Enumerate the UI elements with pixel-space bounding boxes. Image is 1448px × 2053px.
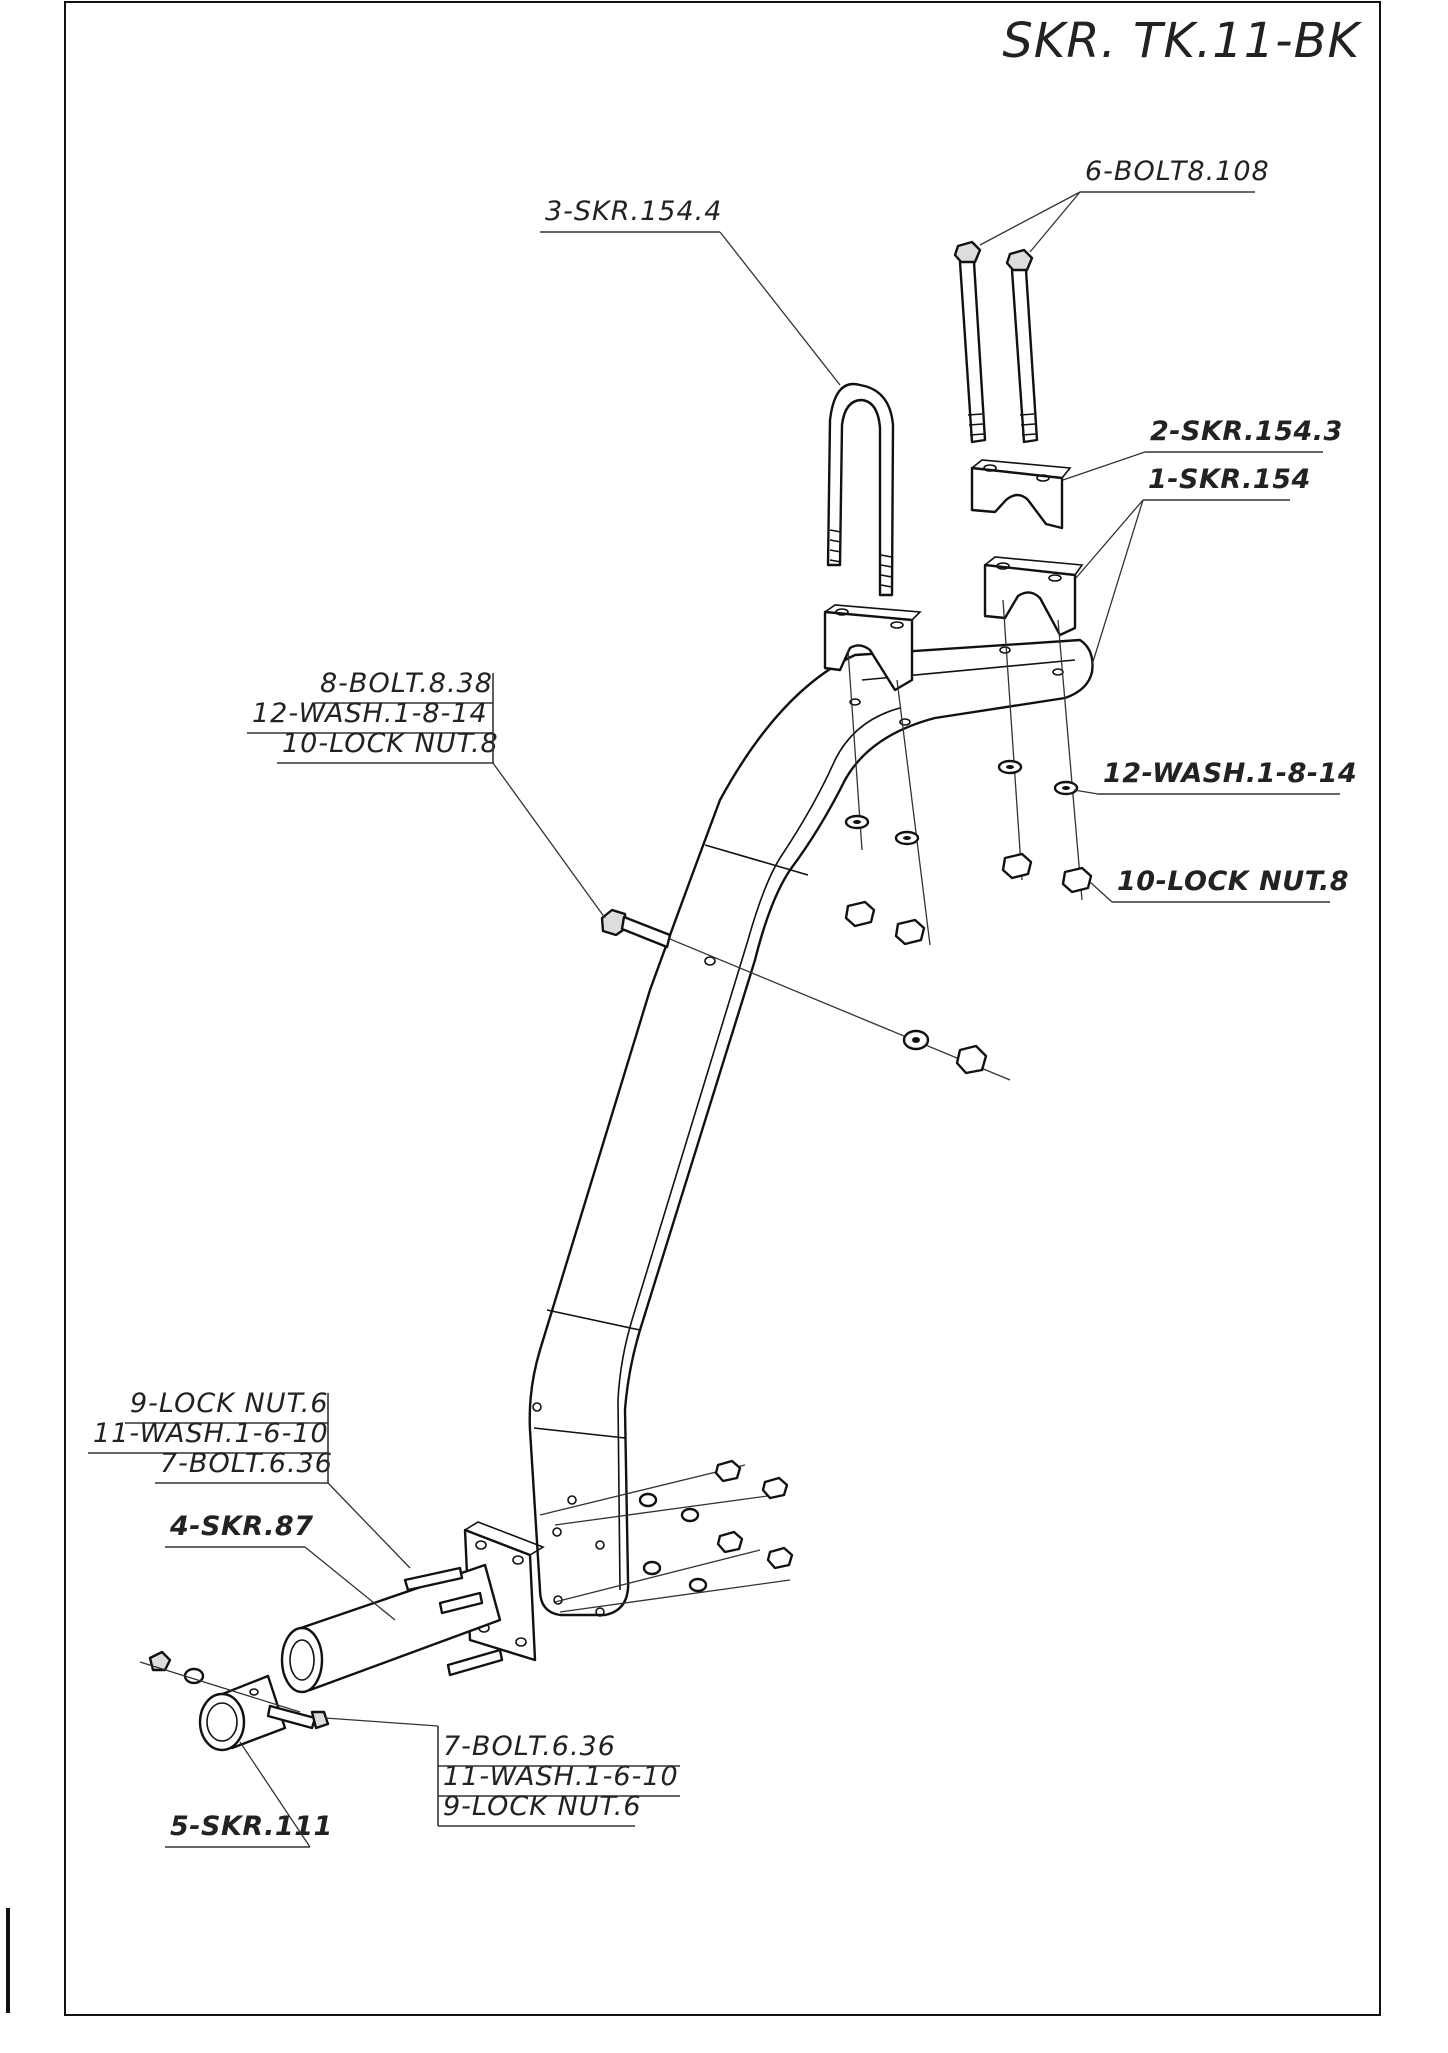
long-bolt-left <box>953 240 987 444</box>
callout-clamp-top: 2-SKR.154.3 <box>1062 416 1343 481</box>
label-washer-right: 12-WASH.1-8-14 <box>1103 758 1357 789</box>
callout-bolt-mid: 8-BOLT.8.38 12-WASH.1-8-14 10-LOCK NUT.8 <box>247 668 606 919</box>
label-bolt-lower-2: 11-WASH.1-6-10 <box>93 1418 329 1449</box>
label-ubolt: 3-SKR.154.4 <box>545 196 722 227</box>
label-bolt-bottom-1: 7-BOLT.6.36 <box>443 1731 616 1762</box>
nuts-lower-right <box>638 1459 794 1593</box>
label-sleeve: 5-SKR.111 <box>170 1811 333 1842</box>
small-bolts-lower <box>148 1566 504 1730</box>
callout-sleeve: 5-SKR.111 <box>165 1741 333 1848</box>
section-line-upper <box>704 844 809 876</box>
label-bolt-bottom-3: 9-LOCK NUT.6 <box>443 1791 642 1822</box>
drawing-title: SKR. TK.11-BK <box>1002 13 1362 69</box>
clamp-block-upper-right <box>970 459 1072 530</box>
shaft-tube <box>280 1563 502 1694</box>
callout-shaft: 4-SKR.87 <box>165 1511 396 1621</box>
label-bolt-lower-1: 9-LOCK NUT.6 <box>130 1388 329 1419</box>
label-shaft: 4-SKR.87 <box>169 1511 313 1542</box>
bracket-arm <box>528 638 1094 1617</box>
label-clamp-top: 2-SKR.154.3 <box>1150 416 1343 447</box>
label-bolt-mid-1: 8-BOLT.8.38 <box>320 668 493 699</box>
long-bolt-right <box>1005 248 1039 444</box>
label-bracket: 1-SKR.154 <box>1148 464 1311 495</box>
washer-nut-set-top <box>844 759 1093 946</box>
label-locknut-right: 10-LOCK NUT.8 <box>1117 866 1349 897</box>
label-bolt-mid-2: 12-WASH.1-8-14 <box>252 698 488 729</box>
drawing-border <box>64 1 1381 2016</box>
label-bolt-top: 6-BOLT8.108 <box>1085 156 1270 187</box>
callout-ubolt: 3-SKR.154.4 <box>540 196 841 386</box>
callout-washer-right: 12-WASH.1-8-14 <box>1073 758 1357 795</box>
callout-bolt-top: 6-BOLT8.108 <box>979 156 1270 253</box>
callout-bracket: 1-SKR.154 <box>1075 464 1311 666</box>
callout-bolt-bottom: 7-BOLT.6.36 11-WASH.1-6-10 9-LOCK NUT.6 <box>324 1717 680 1827</box>
sleeve <box>198 1674 287 1752</box>
u-bolt <box>826 382 895 597</box>
label-bolt-lower-3: 7-BOLT.6.36 <box>160 1448 333 1479</box>
clamp-block-lower-right <box>983 556 1084 637</box>
section-line-lower <box>546 1309 641 1331</box>
callout-bolt-lower: 9-LOCK NUT.6 11-WASH.1-6-10 7-BOLT.6.36 <box>88 1388 411 1569</box>
section-line-base <box>533 1427 626 1439</box>
side-bolt-mid <box>600 908 988 1075</box>
label-bolt-mid-3: 10-LOCK NUT.8 <box>282 728 499 759</box>
callout-locknut-right: 10-LOCK NUT.8 <box>1089 866 1349 903</box>
